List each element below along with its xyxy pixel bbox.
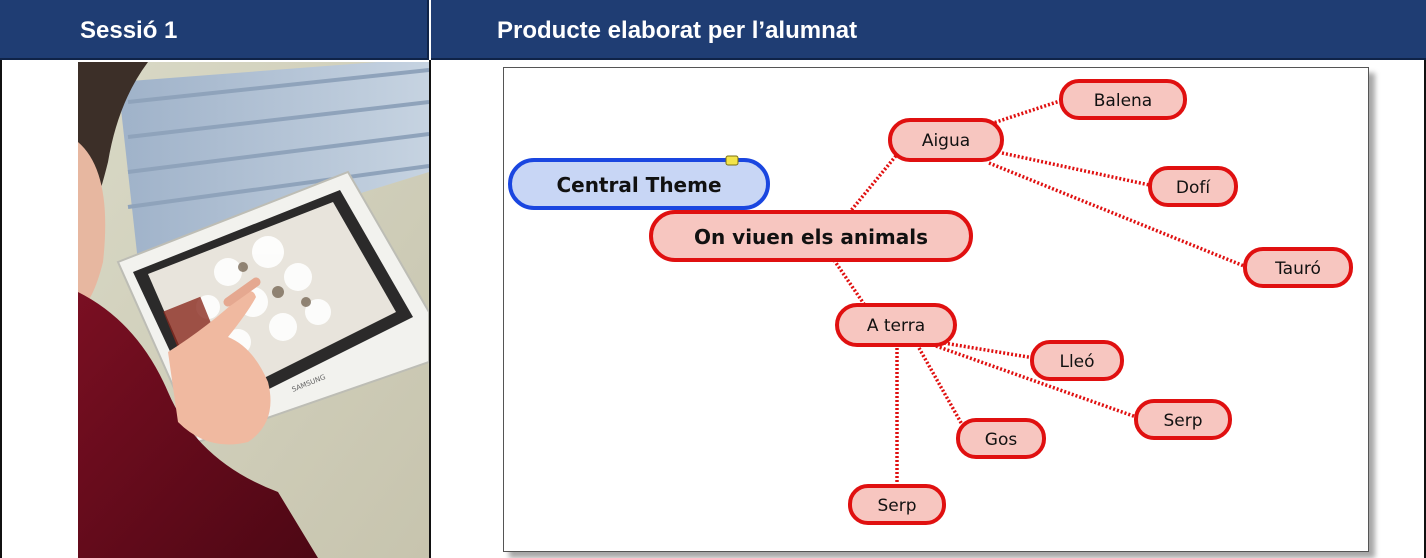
mindmap-svg: Central Theme On viuen els animals Aigua… [508,79,1353,525]
leaf-node-dofi[interactable]: Dofí [1148,166,1238,207]
branch-label-aigua: Aigua [922,131,970,151]
child-tablet-photo: SAMSUNG [78,62,429,558]
mindmap-connectors [710,96,1250,483]
branch-node-a-terra[interactable]: A terra [835,303,957,347]
leaf-label-serp-1: Serp [1163,411,1202,431]
main-topic-label: On viuen els animals [694,225,928,249]
leaf-label-dofi: Dofí [1176,178,1211,198]
leaf-node-gos[interactable]: Gos [956,418,1046,459]
header-cell-product: Producte elaborat per l’alumnat [431,0,1426,60]
main-topic-node[interactable]: On viuen els animals [649,210,973,262]
table-border-left [0,60,2,558]
branch-node-aigua[interactable]: Aigua [888,118,1004,162]
leaf-node-tauro[interactable]: Tauró [1243,247,1353,288]
leaf-node-serp-1[interactable]: Serp [1134,399,1232,440]
leaf-label-lleo: Lleó [1059,352,1094,372]
leaf-label-gos: Gos [985,430,1018,450]
leaf-node-serp-2[interactable]: Serp [848,484,946,525]
leaf-node-lleo[interactable]: Lleó [1030,340,1124,381]
leaf-label-balena: Balena [1094,91,1152,111]
leaf-label-serp-2: Serp [877,496,916,516]
table-divider [429,60,431,558]
leaf-node-balena[interactable]: Balena [1059,79,1187,120]
header-cell-session: Sessió 1 [0,0,429,60]
central-theme-label: Central Theme [556,173,721,197]
leaf-label-tauro: Tauró [1274,259,1321,279]
product-title: Producte elaborat per l’alumnat [497,17,858,44]
branch-label-a-terra: A terra [867,316,925,336]
session-title: Sessió 1 [80,17,178,44]
mindmap-panel: Central Theme On viuen els animals Aigua… [503,67,1369,552]
central-theme-node[interactable]: Central Theme [508,155,770,210]
table-border-right [1424,60,1426,558]
